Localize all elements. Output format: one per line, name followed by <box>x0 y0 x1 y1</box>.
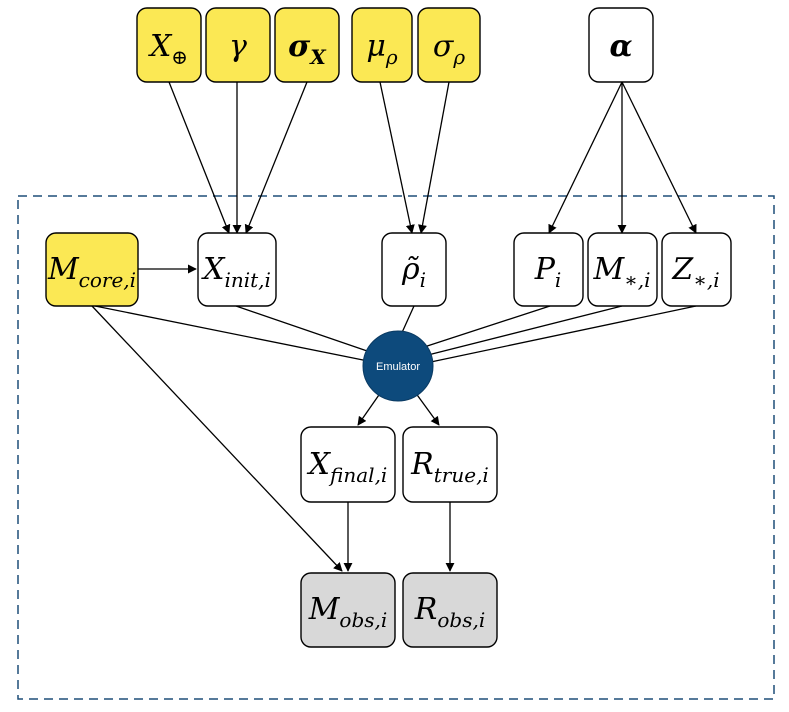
edge-emulator-to-r-true <box>414 391 440 426</box>
node-m-obs-label: M <box>308 592 341 627</box>
node-mu-rho-subscript: ρ <box>385 45 398 69</box>
svg-text:σρ: σρ <box>433 29 465 69</box>
node-m-star-label: M <box>592 252 625 287</box>
node-mu-rho: μρ <box>351 7 413 83</box>
node-x-final-label: X <box>307 447 332 482</box>
node-z-star-label: Z <box>671 252 694 287</box>
edge-m-star-to-emulator <box>423 305 623 357</box>
edges <box>91 81 697 572</box>
edge-m-core-to-emulator <box>94 305 369 362</box>
node-sigma-rho: σρ <box>417 7 481 83</box>
node-r-obs-subscript: obs,i <box>437 608 485 632</box>
node-gamma: γ <box>205 7 271 83</box>
svg-text:Rtrue,i: Rtrue,i <box>410 447 489 487</box>
node-x-init-subscript: init,i <box>224 268 270 292</box>
node-r-obs: Robs,i <box>402 572 498 648</box>
node-z-star-subscript: ∗,i <box>693 268 719 292</box>
node-m-obs: Mobs,i <box>300 572 396 648</box>
node-rho-tilde-label: ρ̃ <box>401 252 420 287</box>
svg-text:Mobs,i: Mobs,i <box>308 592 388 632</box>
svg-text:ρ̃i: ρ̃i <box>401 252 426 292</box>
edge-sigma-x-to-x-init <box>244 81 308 234</box>
node-rho-tilde: ρ̃i <box>381 232 447 307</box>
node-m-core: Mcore,i <box>45 232 139 307</box>
node-sigma-rho-subscript: ρ <box>452 45 465 69</box>
node-x-final: Xfinal,i <box>300 426 396 503</box>
node-m-star-subscript: ∗,i <box>624 268 650 292</box>
svg-text:Pi: Pi <box>534 252 562 292</box>
svg-text:α: α <box>609 29 632 64</box>
edge-p-i-to-emulator <box>417 305 551 350</box>
node-sigma-x-label: σ <box>288 29 311 64</box>
edge-mu-rho-to-rho-tilde <box>379 81 415 234</box>
emulator-node: Emulator <box>362 330 434 402</box>
node-m-core-label: M <box>47 252 80 287</box>
node-m-core-subscript: core,i <box>79 268 136 292</box>
edge-m-core-to-m-obs <box>91 305 343 572</box>
edge-x-earth-to-x-init <box>168 81 231 234</box>
node-gamma-label: γ <box>229 29 247 64</box>
node-x-init: Xinit,i <box>197 232 277 307</box>
node-z-star: Z∗,i <box>661 232 732 307</box>
node-p-i-subscript: i <box>555 268 561 292</box>
node-m-obs-subscript: obs,i <box>339 608 387 632</box>
svg-text:Xfinal,i: Xfinal,i <box>307 447 388 487</box>
plate-boundary <box>17 195 775 700</box>
node-r-obs-label: R <box>414 592 438 627</box>
node-alpha: α <box>588 7 654 83</box>
svg-text:σX: σX <box>288 29 327 69</box>
node-x-init-label: X <box>201 252 226 287</box>
node-x-final-subscript: final,i <box>328 463 387 487</box>
svg-text:M∗,i: M∗,i <box>592 252 650 292</box>
svg-text:Z∗,i: Z∗,i <box>671 252 719 292</box>
svg-text:μρ: μρ <box>366 29 398 69</box>
edge-sigma-rho-to-rho-tilde <box>418 81 450 234</box>
node-rho-tilde-subscript: i <box>420 268 426 292</box>
node-x-earth-subscript: ⊕ <box>171 45 188 69</box>
edge-alpha-to-z-star <box>621 81 697 234</box>
node-x-earth: X⊕ <box>136 7 202 83</box>
edge-emulator-to-x-final <box>357 391 382 426</box>
node-sigma-x: σX <box>274 7 340 83</box>
svg-text:Robs,i: Robs,i <box>414 592 485 632</box>
node-m-star: M∗,i <box>587 232 658 307</box>
node-mu-rho-label: μ <box>366 29 386 64</box>
node-sigma-rho-label: σ <box>433 29 455 64</box>
emulator-label: Emulator <box>376 361 420 373</box>
node-p-i-label: P <box>534 252 556 287</box>
node-x-earth-label: X <box>148 29 173 64</box>
svg-text:Xinit,i: Xinit,i <box>201 252 271 292</box>
svg-text:γ: γ <box>229 29 247 64</box>
node-r-true-subscript: true,i <box>434 463 489 487</box>
node-sigma-x-subscript: X <box>308 45 327 69</box>
node-alpha-label: α <box>609 29 632 64</box>
svg-text:Mcore,i: Mcore,i <box>47 252 136 292</box>
edge-z-star-to-emulator <box>425 305 697 364</box>
edge-x-init-to-emulator <box>235 305 374 354</box>
node-r-true: Rtrue,i <box>402 426 498 503</box>
node-r-true-label: R <box>410 447 434 482</box>
node-p-i: Pi <box>513 232 584 307</box>
edge-alpha-to-p-i <box>548 81 623 234</box>
svg-text:X⊕: X⊕ <box>148 29 188 69</box>
